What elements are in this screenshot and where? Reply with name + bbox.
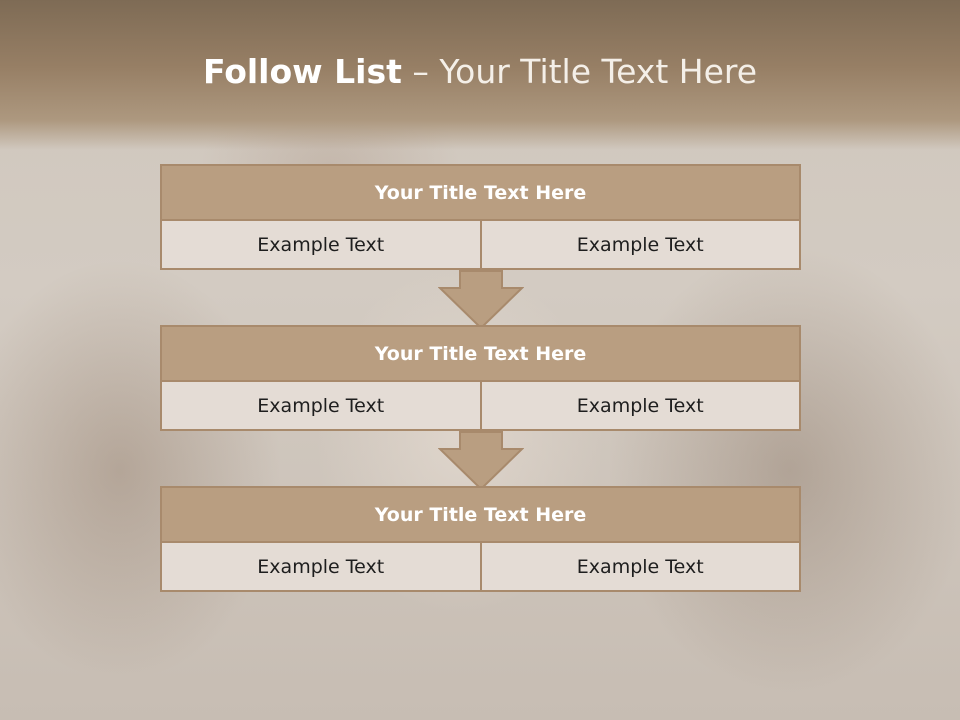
block-row: Example Text Example Text [160,382,801,431]
example-text-right: Example Text [479,382,801,431]
list-block-1: Your Title Text Here Example Text Exampl… [160,164,801,270]
block-row: Example Text Example Text [160,221,801,270]
list-block-2: Your Title Text Here Example Text Exampl… [160,325,801,431]
down-arrow-icon [438,431,524,491]
block-title: Your Title Text Here [160,325,801,382]
slide-title-rest: – Your Title Text Here [401,52,758,91]
example-text-right: Example Text [479,543,801,592]
example-text-left: Example Text [160,221,482,270]
down-arrow-icon [438,270,524,330]
slide-title-bold: Follow List [202,52,402,91]
block-title: Your Title Text Here [160,486,801,543]
example-text-left: Example Text [160,382,482,431]
block-title: Your Title Text Here [160,164,801,221]
block-row: Example Text Example Text [160,543,801,592]
example-text-left: Example Text [160,543,482,592]
example-text-right: Example Text [479,221,801,270]
header-band [0,0,960,150]
list-block-3: Your Title Text Here Example Text Exampl… [160,486,801,592]
slide-title: Follow List – Your Title Text Here [0,52,960,91]
